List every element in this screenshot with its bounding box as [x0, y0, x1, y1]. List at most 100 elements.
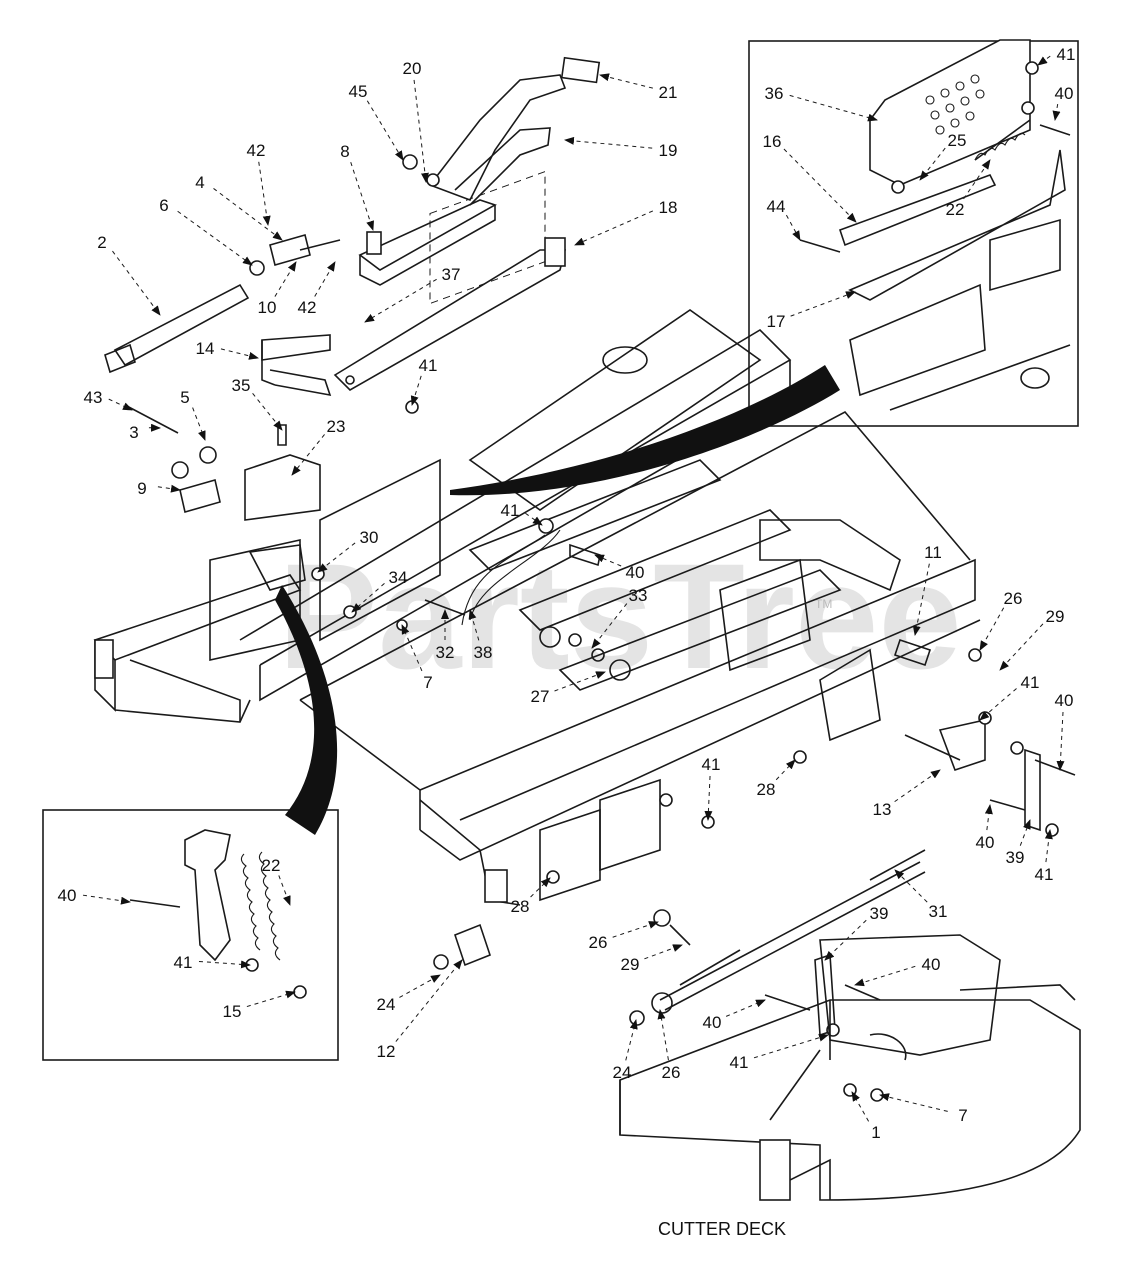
- callout-number: 43: [84, 388, 103, 407]
- callout-number: 41: [1021, 673, 1040, 692]
- callout-41: 41: [1037, 45, 1075, 66]
- callout-2: 2: [97, 233, 161, 316]
- callout-28: 28: [511, 877, 551, 916]
- callout-number: 6: [159, 196, 168, 215]
- callout-leader: [198, 960, 251, 969]
- callout-24: 24: [377, 974, 441, 1014]
- callout-leader: [879, 1093, 948, 1112]
- callout-16: 16: [763, 132, 857, 223]
- callout-number: 28: [511, 897, 530, 916]
- callout-40: 40: [976, 804, 995, 852]
- callout-38: 38: [468, 609, 492, 662]
- callout-21: 21: [599, 73, 678, 102]
- cutter-deck-caption: CUTTER DECK: [658, 1219, 786, 1239]
- callout-leader: [291, 434, 325, 476]
- callout-40: 40: [594, 554, 644, 582]
- callout-39: 39: [824, 904, 888, 961]
- callout-33: 33: [591, 586, 647, 649]
- deck-link-parts: [433, 849, 926, 1037]
- callout-number: 26: [662, 1063, 681, 1082]
- callout-36: 36: [765, 84, 878, 122]
- cutter-deck: CUTTER DECK: [619, 934, 1081, 1239]
- callout-leader: [554, 671, 606, 692]
- callout-number: 40: [703, 1013, 722, 1032]
- callout-40: 40: [58, 886, 131, 905]
- callout-leader: [525, 512, 543, 526]
- callout-25: 25: [919, 131, 966, 181]
- callout-29: 29: [621, 944, 683, 974]
- callout-number: 20: [403, 59, 422, 78]
- callout-1: 1: [851, 1091, 881, 1142]
- callout-7: 7: [401, 624, 433, 692]
- callout-number: 40: [976, 833, 995, 852]
- watermark: PartsTree TM: [278, 532, 962, 700]
- callout-number: 35: [232, 376, 251, 395]
- main-frame: [93, 309, 981, 906]
- callout-22: 22: [262, 856, 291, 906]
- callout-number: 8: [340, 142, 349, 161]
- callout-number: 15: [223, 1002, 242, 1021]
- callout-leader: [246, 990, 296, 1008]
- callout-leader: [599, 73, 653, 89]
- callout-number: 1: [871, 1123, 880, 1142]
- callout-leader: [979, 688, 1017, 721]
- callout-leader: [919, 147, 946, 181]
- callout-number: 17: [767, 312, 786, 331]
- callout-number: 41: [1035, 865, 1054, 884]
- callout-number: 19: [659, 141, 678, 160]
- callout-leader: [192, 407, 206, 441]
- callout-27: 27: [531, 671, 606, 706]
- callout-number: 41: [174, 953, 193, 972]
- callout-11: 11: [912, 543, 942, 636]
- callout-leader: [108, 398, 133, 411]
- callout-leader: [401, 624, 423, 672]
- callout-39: 39: [1006, 819, 1031, 867]
- callout-leader: [1052, 103, 1061, 121]
- callout-number: 9: [137, 479, 146, 498]
- callout-number: 13: [873, 800, 892, 819]
- callout-24: 24: [613, 1019, 638, 1082]
- callout-20: 20: [403, 59, 429, 183]
- callout-leader: [657, 1009, 669, 1061]
- callout-number: 41: [730, 1053, 749, 1072]
- callout-9: 9: [137, 479, 181, 498]
- callout-number: 41: [501, 501, 520, 520]
- callout-number: 41: [419, 356, 438, 375]
- callout-leader: [789, 94, 878, 122]
- watermark-text: PartsTree: [278, 532, 962, 700]
- callout-leader: [854, 965, 916, 987]
- callout-number: 10: [258, 298, 277, 317]
- callout-43: 43: [84, 388, 133, 411]
- callout-number: 34: [389, 568, 408, 587]
- callout-number: 27: [531, 687, 550, 706]
- callout-29: 29: [999, 607, 1064, 671]
- callout-number: 40: [1055, 84, 1074, 103]
- callout-number: 4: [195, 173, 204, 192]
- callout-number: 12: [377, 1042, 396, 1061]
- callout-7: 7: [879, 1093, 968, 1125]
- callout-leader: [112, 250, 161, 316]
- callout-leader: [979, 607, 1005, 651]
- callout-10: 10: [258, 261, 297, 317]
- inset-plate-holes: [925, 74, 985, 135]
- callout-45: 45: [349, 82, 404, 161]
- callout-number: 40: [922, 955, 941, 974]
- callout-26: 26: [589, 921, 659, 952]
- callout-leader: [364, 278, 437, 323]
- callout-leader: [413, 79, 429, 183]
- callout-number: 21: [659, 83, 678, 102]
- callout-number: 36: [765, 84, 784, 103]
- callout-leader: [366, 100, 404, 161]
- callout-35: 35: [232, 376, 283, 431]
- callout-leader: [612, 921, 659, 938]
- callout-number: 11: [924, 543, 942, 562]
- callout-leader: [591, 603, 628, 649]
- callout-number: 42: [247, 141, 266, 160]
- callout-number: 45: [349, 82, 368, 101]
- callout-leader: [574, 210, 654, 246]
- callout-leader: [157, 484, 181, 493]
- callout-41: 41: [174, 953, 251, 972]
- callout-leader: [258, 161, 271, 226]
- callout-number: 40: [1055, 691, 1074, 710]
